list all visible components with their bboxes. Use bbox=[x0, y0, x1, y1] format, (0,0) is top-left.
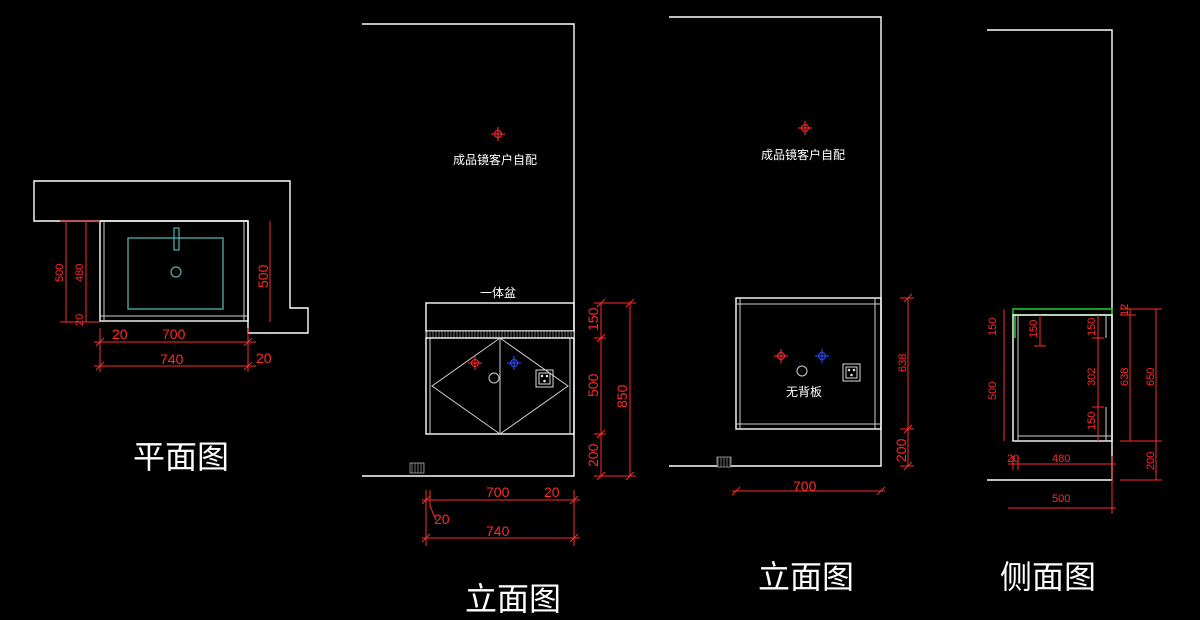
elev2-hot-water-icon bbox=[774, 349, 788, 363]
side-top-panel bbox=[1012, 308, 1113, 316]
elev2-dim-638: 638 bbox=[897, 354, 909, 372]
elev2-no-back-label: 无背板 bbox=[786, 385, 822, 399]
plan-countertop bbox=[33, 180, 309, 334]
elev1-dim-150: 150 bbox=[585, 307, 601, 331]
elev1-socket-icon bbox=[535, 369, 554, 388]
side-dim-20: 20 bbox=[1007, 453, 1019, 465]
side-dim-150c: 150 bbox=[1086, 318, 1098, 336]
elevation-1-title: 立面图 bbox=[465, 580, 561, 618]
elev2-dim-700: 700 bbox=[793, 478, 817, 494]
elevation-2: 成品镜客户自配 无背板 638 200 700 立面图 bbox=[669, 16, 914, 596]
side-dim-480: 480 bbox=[1052, 453, 1070, 465]
elev1-door-left-swing bbox=[431, 337, 501, 435]
elev2-wall-outline bbox=[669, 16, 882, 467]
elev2-drain-pipe bbox=[796, 365, 808, 377]
plan-dim-20c: 20 bbox=[256, 350, 272, 366]
plan-faucet bbox=[173, 227, 180, 251]
side-cabinet bbox=[1012, 314, 1113, 442]
elev1-drain-pipe bbox=[488, 372, 500, 384]
side-dim-302: 302 bbox=[1086, 368, 1098, 386]
plan-dim-20b: 20 bbox=[112, 326, 128, 342]
side-dim-638: 638 bbox=[1119, 368, 1131, 386]
plan-dim-480: 480 bbox=[74, 264, 86, 282]
side-dim-200: 200 bbox=[1145, 452, 1157, 470]
elev1-countertop bbox=[425, 302, 575, 332]
side-dim-150a: 150 bbox=[987, 318, 999, 336]
plan-dim-500-right: 500 bbox=[255, 264, 271, 288]
side-dim-12: 12 bbox=[1119, 304, 1131, 316]
plan-cabinet bbox=[99, 220, 249, 322]
elev2-socket-icon bbox=[842, 363, 861, 382]
elev2-mirror-note: 成品镜客户自配 bbox=[761, 147, 845, 162]
elev2-cabinet bbox=[735, 297, 882, 430]
elevation-2-title: 立面图 bbox=[758, 558, 854, 596]
elev1-wall-outline bbox=[362, 23, 575, 477]
elev1-basin-label: 一体盆 bbox=[480, 286, 516, 300]
side-dim-150d: 150 bbox=[1086, 412, 1098, 430]
elev1-door-right-swing bbox=[499, 337, 569, 435]
elev1-edge-strip bbox=[425, 330, 575, 339]
elev1-cold-water-icon bbox=[507, 356, 521, 370]
elev1-dim-740: 740 bbox=[486, 523, 510, 539]
plan-dim-740: 740 bbox=[160, 351, 184, 367]
elev1-dim-200: 200 bbox=[585, 443, 601, 467]
plan-view: 500 480 20 500 20 700 740 20 平面图 bbox=[33, 180, 309, 476]
elev1-floor-drain bbox=[409, 462, 425, 474]
side-dim-650: 650 bbox=[1145, 368, 1157, 386]
elev1-dim-20b: 20 bbox=[434, 511, 450, 527]
elev2-mirror-point-icon bbox=[798, 121, 812, 135]
plan-basin bbox=[127, 237, 224, 310]
side-dim-150b: 150 bbox=[1028, 320, 1040, 338]
elev1-mirror-point-icon bbox=[491, 127, 505, 141]
elev1-hot-water-icon bbox=[468, 356, 482, 370]
elev1-dim-850: 850 bbox=[614, 384, 630, 408]
elev2-cold-water-icon bbox=[815, 349, 829, 363]
elevation-1: 成品镜客户自配 一体盆 150 500 200 850 700 20 20 74… bbox=[362, 23, 636, 618]
elev2-floor-drain bbox=[716, 456, 732, 468]
side-dim-500: 500 bbox=[987, 382, 999, 400]
side-view-title: 侧面图 bbox=[1000, 558, 1096, 596]
elev1-mirror-note: 成品镜客户自配 bbox=[453, 152, 537, 167]
side-wall-outline bbox=[987, 29, 1113, 481]
plan-dim-20a: 20 bbox=[74, 314, 86, 326]
elev2-dim-200: 200 bbox=[893, 438, 909, 462]
elev1-dim-700: 700 bbox=[486, 484, 510, 500]
elev1-dim-500: 500 bbox=[585, 373, 601, 397]
elev1-dim-20a: 20 bbox=[544, 484, 560, 500]
plan-view-title: 平面图 bbox=[133, 438, 229, 476]
plan-drain bbox=[170, 266, 182, 278]
plan-dim-700: 700 bbox=[162, 326, 186, 342]
side-dim-500b: 500 bbox=[1052, 493, 1070, 505]
side-view: 150 500 150 150 302 150 12 638 650 200 2… bbox=[987, 29, 1162, 596]
plan-dim-500: 500 bbox=[54, 264, 66, 282]
